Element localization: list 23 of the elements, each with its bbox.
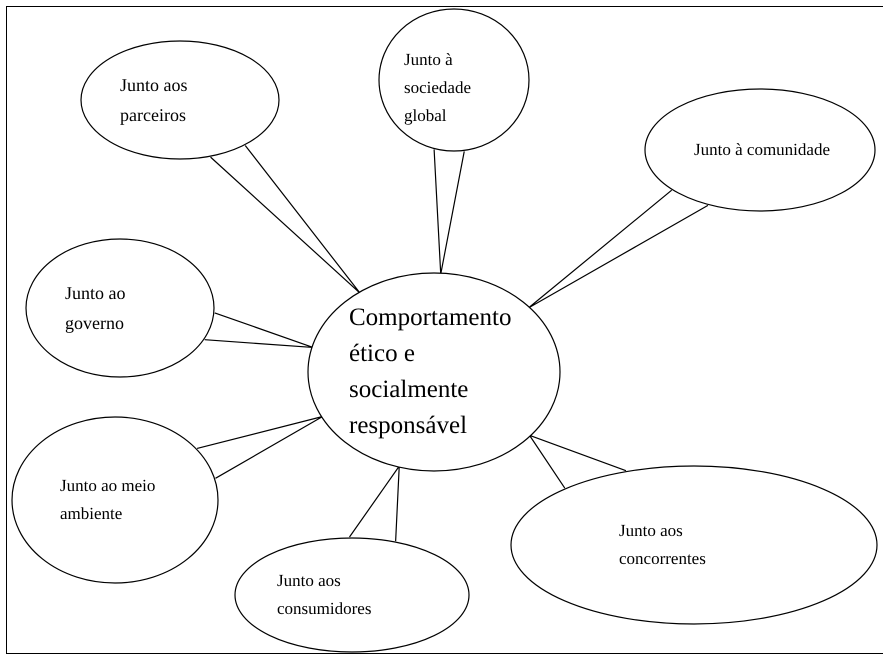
speech-bubble	[80, 40, 280, 160]
callout-tail	[528, 434, 627, 489]
node-label: Junto ao meio ambiente	[60, 475, 156, 525]
node-label: Junto aos consumidores	[277, 570, 372, 620]
speech-bubble	[25, 238, 215, 378]
node-label: Junto ao governo	[65, 282, 126, 335]
speech-bubble	[11, 416, 219, 584]
node-label: Junto à sociedade global	[404, 49, 472, 127]
node-label: Comportamento ético e socialmente responsável	[349, 303, 512, 441]
callout-tail	[348, 466, 400, 542]
callout-tail	[204, 312, 314, 348]
callout-tail	[528, 190, 709, 308]
speech-bubble	[378, 8, 530, 152]
speech-bubble	[234, 537, 470, 653]
callout-tail	[196, 416, 324, 479]
node-label: Junto à comunidade	[693, 139, 830, 161]
node-label: Junto aos parceiros	[120, 74, 188, 127]
node-label: Junto aos concorrentes	[619, 520, 707, 570]
central-ellipse	[307, 272, 561, 472]
callout-tail	[434, 148, 465, 275]
callout-tail	[210, 144, 361, 294]
speech-bubble	[644, 88, 876, 212]
speech-bubble	[510, 465, 878, 625]
